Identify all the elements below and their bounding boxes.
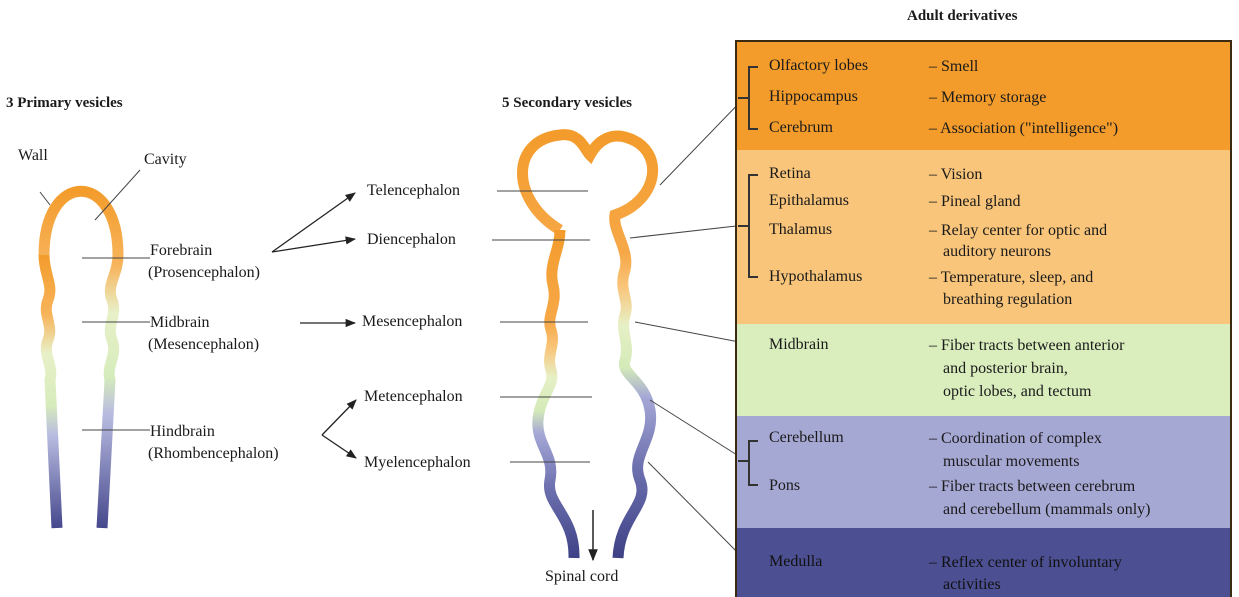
primary-vesicle-tube-left <box>44 255 57 528</box>
bracket-tick <box>748 66 758 68</box>
secondary-vesicle-tube-left <box>538 230 574 558</box>
region-retina: Retina <box>769 165 811 183</box>
mesencephalon-primary-label: (Mesencephalon) <box>148 336 259 354</box>
region-cerebellum: Cerebellum <box>769 429 844 447</box>
region-hippocampus: Hippocampus <box>769 88 858 106</box>
mesencephalon-label: Mesencephalon <box>362 313 462 331</box>
diencephalon-bracket <box>748 174 750 278</box>
hindbrain-label: Hindbrain <box>150 423 215 441</box>
rhombencephalon-label: (Rhombencephalon) <box>148 445 279 463</box>
telencephalon-bracket <box>748 66 750 130</box>
function-temperature: – Temperature, sleep, and <box>929 268 1093 287</box>
wall-label: Wall <box>18 147 48 165</box>
bracket-tick <box>748 276 758 278</box>
region-epithalamus: Epithalamus <box>769 192 849 210</box>
region-pons: Pons <box>769 477 800 495</box>
region-medulla: Medulla <box>769 553 822 571</box>
function-reflex: – Reflex center of involuntary <box>929 553 1122 572</box>
secondary-vesicle-tube <box>523 135 653 558</box>
midbrain-label: Midbrain <box>150 314 210 332</box>
bracket-tick <box>738 225 748 227</box>
metencephalon-bracket <box>748 440 750 486</box>
function-pons-cont: and cerebellum (mammals only) <box>943 500 1150 519</box>
bracket-tick <box>738 460 748 462</box>
myelencephalon-label: Myelencephalon <box>364 454 471 472</box>
region-midbrain: Midbrain <box>769 336 829 354</box>
function-reflex-cont: activities <box>943 575 1001 594</box>
region-cerebrum: Cerebrum <box>769 119 833 137</box>
primary-vesicles-heading: 3 Primary vesicles <box>6 95 123 112</box>
function-temperature-cont: breathing regulation <box>943 290 1072 309</box>
function-pons: – Fiber tracts between cerebrum <box>929 477 1135 496</box>
function-association: – Association ("intelligence") <box>929 119 1118 138</box>
adult-derivatives-heading: Adult derivatives <box>907 8 1017 25</box>
bracket-tick <box>748 128 758 130</box>
function-vision: – Vision <box>929 165 982 184</box>
function-fiber-tracts-cont1: and posterior brain, <box>943 359 1068 378</box>
function-coordination-cont: muscular movements <box>943 452 1079 471</box>
metencephalon-label: Metencephalon <box>364 388 463 406</box>
diencephalon-label: Diencephalon <box>367 231 456 249</box>
cavity-label: Cavity <box>144 151 187 169</box>
region-hypothalamus: Hypothalamus <box>769 268 862 286</box>
bracket-tick <box>748 174 758 176</box>
function-pineal: – Pineal gland <box>929 192 1021 211</box>
forebrain-label: Forebrain <box>150 242 212 260</box>
function-fiber-tracts: – Fiber tracts between anterior <box>929 336 1124 355</box>
secondary-vesicles-heading: 5 Secondary vesicles <box>502 95 632 112</box>
bracket-tick <box>748 484 758 486</box>
telencephalon-label: Telencephalon <box>367 182 460 200</box>
region-olfactory-lobes: Olfactory lobes <box>769 57 868 75</box>
function-memory: – Memory storage <box>929 88 1046 107</box>
function-relay: – Relay center for optic and <box>929 221 1107 240</box>
function-coordination: – Coordination of complex <box>929 429 1102 448</box>
function-fiber-tracts-cont2: optic lobes, and tectum <box>943 382 1091 401</box>
function-relay-cont: auditory neurons <box>943 242 1051 261</box>
bracket-tick <box>738 97 748 99</box>
region-thalamus: Thalamus <box>769 221 832 239</box>
prosencephalon-label: (Prosencephalon) <box>148 264 260 282</box>
spinal-cord-label: Spinal cord <box>545 568 618 586</box>
bracket-tick <box>748 440 758 442</box>
function-smell: – Smell <box>929 57 978 76</box>
